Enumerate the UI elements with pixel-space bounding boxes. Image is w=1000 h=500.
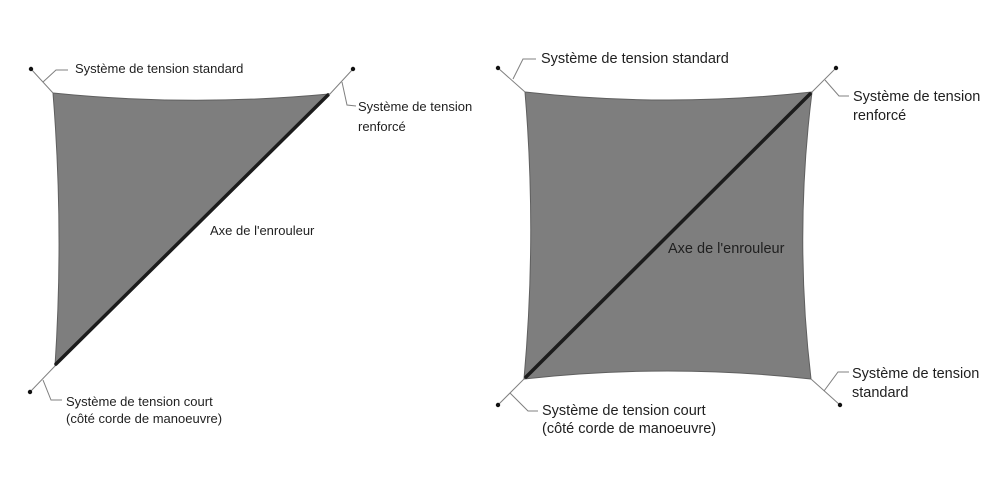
- leader-line: [824, 79, 849, 97]
- label-line: Système de tension court: [66, 394, 213, 409]
- label-line: renforcé: [853, 108, 907, 124]
- label-left-short-tension: Système de tension court (côté corde de …: [66, 393, 222, 427]
- label-right-winder-axis: Axe de l'enrouleur: [668, 241, 785, 257]
- label-right-standard-tension-top: Système de tension standard: [541, 51, 729, 67]
- label-line: renforcé: [358, 119, 406, 134]
- leader-line: [29, 365, 56, 393]
- anchor-dot: [495, 65, 501, 71]
- leader-line: [512, 58, 536, 80]
- label-line: Système de tension: [853, 89, 981, 105]
- label-left-standard-tension: Système de tension standard: [75, 61, 244, 76]
- leader-line: [823, 371, 849, 392]
- leader-line: [497, 378, 525, 406]
- label-left-winder-axis: Axe de l'enrouleur: [210, 223, 315, 238]
- anchor-dot: [833, 65, 839, 71]
- anchor-dot: [350, 66, 356, 72]
- label-right-short-tension: Système de tension court (côté corde de …: [542, 402, 716, 438]
- leader-line: [42, 379, 62, 401]
- anchor-dot: [495, 402, 501, 408]
- leader-line: [42, 69, 68, 83]
- leader-line: [30, 68, 54, 94]
- label-line: (côté corde de manoeuvre): [66, 411, 223, 426]
- label-line: Système de tension: [852, 366, 980, 382]
- anchor-dot: [27, 389, 33, 395]
- label-line: Système de tension: [358, 99, 473, 114]
- label-line: standard: [852, 385, 909, 401]
- leader-line: [328, 68, 354, 96]
- leader-line: [810, 378, 841, 406]
- leader-line: [497, 67, 526, 93]
- label-line: Système de tension court: [542, 403, 706, 419]
- left-winder-axis-line: [54, 93, 330, 366]
- anchor-dot: [28, 66, 34, 72]
- label-right-reinforced-tension: Système de tension renforcé: [853, 88, 980, 126]
- leader-line: [509, 392, 538, 412]
- leader-line: [811, 67, 837, 93]
- label-line: (côté corde de manoeuvre): [542, 421, 717, 437]
- right-winder-axis-line: [524, 92, 812, 379]
- anchor-dot: [837, 402, 843, 408]
- leader-line: [341, 81, 357, 107]
- label-left-reinforced-tension: Système de tension renforcé: [358, 97, 472, 137]
- label-right-standard-tension-bottom: Système de tension standard: [852, 365, 979, 403]
